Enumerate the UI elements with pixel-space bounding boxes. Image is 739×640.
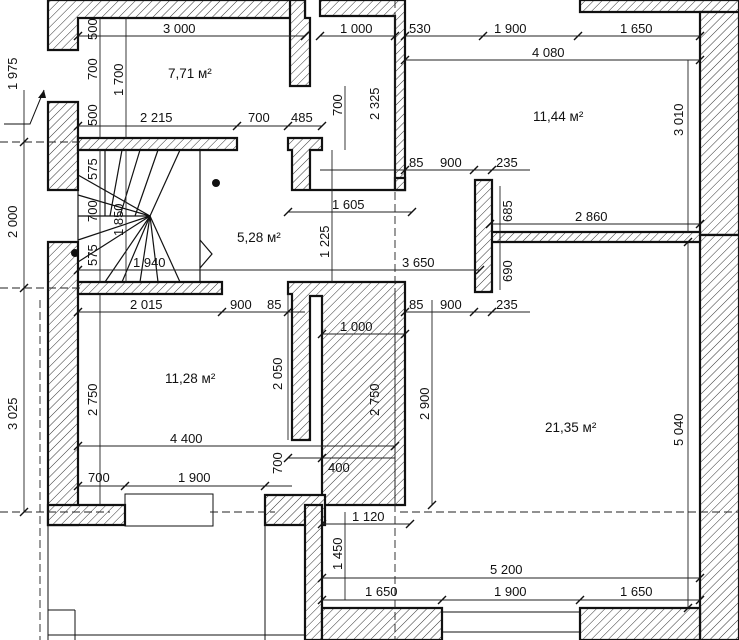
wall-right-lower (698, 233, 739, 640)
dim-label: 5 200 (490, 562, 523, 577)
dim-label: 1 650 (365, 584, 398, 599)
room-area-top-left: 7,71 м² (168, 66, 212, 81)
dimension-ticks (19, 31, 705, 613)
dim-label: 3 000 (163, 21, 196, 36)
dim-label: 700 (270, 452, 285, 474)
dim-label: 1 650 (620, 21, 653, 36)
dim-label: 1 605 (332, 197, 365, 212)
wall-lower-middle (286, 280, 407, 507)
dim-label: 700 (248, 110, 270, 125)
dim-label: 1 940 (133, 255, 166, 270)
stair-node (71, 249, 79, 257)
dim-label: 2 325 (367, 87, 382, 120)
dimension-labels: 3 000 1 000 530 1 900 1 650 4 080 2 215 … (5, 18, 686, 599)
dim-label: 85 (409, 297, 423, 312)
dim-label: 4 400 (170, 431, 203, 446)
dim-label: 900 (440, 297, 462, 312)
dim-label: 530 (409, 21, 431, 36)
dim-label: 5 040 (671, 413, 686, 446)
dim-label: 2 750 (367, 383, 382, 416)
room-areas: 7,71 м² 11,44 м² 5,28 м² 11,28 м² 21,35 … (165, 66, 597, 435)
dim-label: 3 650 (402, 255, 435, 270)
wall-top-left (46, 0, 307, 52)
dim-label: 2 900 (417, 387, 432, 420)
dim-label: 485 (291, 110, 313, 125)
room-area-bottom-left: 11,28 м² (165, 371, 216, 386)
walls (46, 0, 739, 640)
dim-label: 900 (230, 297, 252, 312)
dim-label: 900 (440, 155, 462, 170)
dim-label: 2 750 (85, 383, 100, 416)
dim-label: 1 700 (111, 63, 126, 96)
dim-label: 1 975 (5, 57, 20, 90)
wall-bottom-segment-2 (578, 606, 702, 640)
dim-label: 575 (85, 244, 100, 266)
dim-label: 500 (85, 18, 100, 40)
wall-partition-top (288, 0, 312, 88)
wall-left-segment-1 (46, 100, 80, 192)
dim-label: 1 900 (178, 470, 211, 485)
dim-label: 500 (85, 104, 100, 126)
dim-label: 85 (409, 155, 423, 170)
dim-label: 1 120 (352, 509, 385, 524)
dim-label: 1 000 (340, 21, 373, 36)
wall-hall-right-column (473, 178, 494, 294)
dim-label: 2 860 (575, 209, 608, 224)
wall-bottom-segment-1 (320, 606, 444, 640)
dim-label: 685 (500, 200, 515, 222)
openings (47, 493, 580, 640)
wall-right-upper (698, 10, 739, 237)
wall-stair-bottom (76, 280, 224, 296)
staircase (71, 149, 220, 283)
dim-label: 1 900 (494, 21, 527, 36)
wall-room-divider-right (488, 230, 702, 244)
arrow-head-icon (38, 90, 46, 98)
dim-label: 575 (85, 158, 100, 180)
wall-stair-top (76, 136, 239, 152)
dim-label: 235 (496, 155, 518, 170)
dim-label: 2 015 (130, 297, 163, 312)
dim-label: 1 900 (494, 584, 527, 599)
room-area-bottom-right: 21,35 м² (545, 420, 597, 435)
dim-label: 1 850 (111, 203, 126, 236)
wall-center-column (286, 136, 407, 192)
wall-bottom-left (46, 503, 127, 527)
dim-label: 700 (330, 94, 345, 116)
wall-lower-center (303, 503, 324, 640)
dim-label: 700 (85, 200, 100, 222)
dim-label: 1 000 (340, 319, 373, 334)
dim-label: 3 025 (5, 397, 20, 430)
dim-label: 3 010 (671, 103, 686, 136)
dim-label: 700 (88, 470, 110, 485)
dim-label: 85 (267, 297, 281, 312)
dim-label: 400 (328, 460, 350, 475)
dim-label: 2 000 (5, 205, 20, 238)
dim-label: 700 (85, 58, 100, 80)
stair-node (212, 179, 220, 187)
dimension-lines (23, 16, 700, 608)
dim-label: 1 650 (620, 584, 653, 599)
dim-label: 235 (496, 297, 518, 312)
dim-label: 4 080 (532, 45, 565, 60)
dim-label: 1 225 (317, 225, 332, 258)
dim-label: 2 050 (270, 357, 285, 390)
wall-left-segment-2 (46, 240, 80, 527)
dim-label: 1 450 (330, 537, 345, 570)
window-bottom-left (124, 493, 214, 527)
room-area-hall: 5,28 м² (237, 230, 281, 245)
room-area-top-right: 11,44 м² (533, 109, 584, 124)
dim-label: 690 (500, 260, 515, 282)
dim-label: 2 215 (140, 110, 173, 125)
leader-arrow (4, 89, 45, 125)
